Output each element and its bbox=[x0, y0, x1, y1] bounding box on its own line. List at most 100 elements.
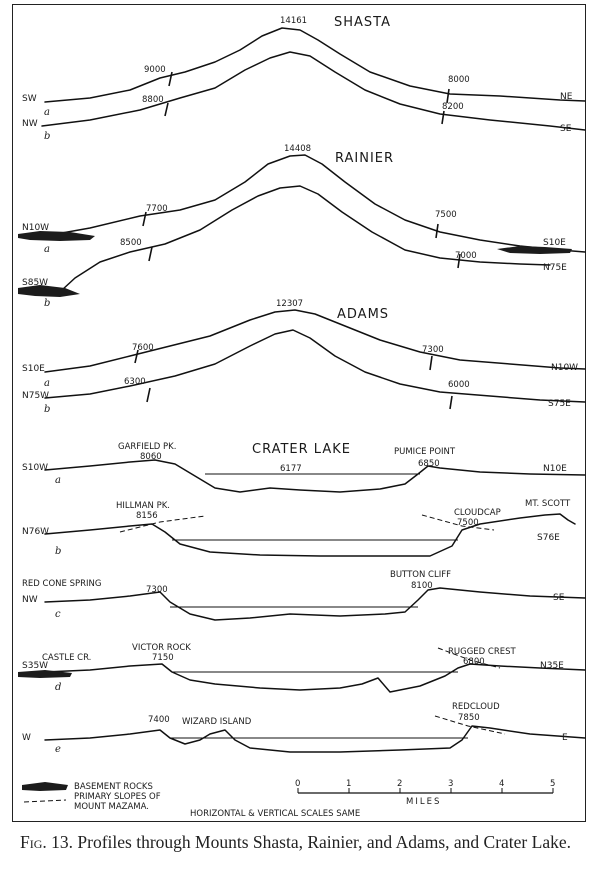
rainier-b-right-direction: N75E bbox=[543, 263, 567, 273]
crater-d-left-name: VICTOR ROCK bbox=[132, 643, 191, 653]
shasta-b-left-direction: NW bbox=[22, 119, 38, 129]
rainier-a-right-tick bbox=[435, 223, 439, 239]
crater-b-left-primary-slope bbox=[119, 515, 206, 533]
rainier-peak-elevation: 14408 bbox=[284, 144, 311, 154]
crater-a-left-direction: S10W bbox=[22, 463, 48, 473]
adams-b-right-direction: S75E bbox=[548, 399, 571, 409]
legend-basement-label: BASEMENT ROCKS bbox=[74, 782, 153, 792]
crater-section-b: HILLMAN PK. 8156 CLOUDCAP 7500 MT. SCOTT… bbox=[22, 499, 576, 557]
crater-section-e: 7400 WIZARD ISLAND REDCLOUD 7850 W E e bbox=[22, 702, 586, 755]
crater-d-right-name: RUGGED CREST bbox=[448, 647, 517, 657]
legend-primary-label-1: PRIMARY SLOPES OF bbox=[74, 792, 161, 802]
crater-c-left-direction: NW bbox=[22, 595, 38, 605]
legend-scales-note: HORIZONTAL & VERTICAL SCALES SAME bbox=[190, 809, 360, 819]
shasta-a-right-elevation: 8000 bbox=[448, 75, 470, 85]
adams-section: ADAMS 12307 7600 7300 6300 6000 S10E N10… bbox=[22, 299, 586, 415]
crater-c-left-name: RED CONE SPRING bbox=[22, 579, 101, 589]
shasta-peak-elevation: 14161 bbox=[280, 16, 307, 26]
shasta-title: SHASTA bbox=[334, 15, 391, 30]
adams-a-left-tick bbox=[134, 349, 139, 364]
rainier-a-right-direction: S10E bbox=[543, 238, 566, 248]
rainier-b-right-elevation: 7000 bbox=[455, 251, 477, 261]
rainier-a-left-tick bbox=[142, 211, 147, 227]
rainier-profile-a bbox=[44, 154, 586, 253]
crater-b-letter: b bbox=[55, 546, 61, 557]
crater-c-left-elevation: 7300 bbox=[146, 585, 168, 595]
crater-a-left-elevation: 8060 bbox=[140, 452, 162, 462]
adams-b-right-tick bbox=[449, 395, 453, 410]
adams-b-letter: b bbox=[44, 404, 50, 415]
crater-d-right-elevation: 6800 bbox=[463, 657, 485, 667]
shasta-b-right-tick bbox=[441, 110, 445, 125]
legend-basement-swatch bbox=[22, 782, 68, 791]
crater-a-profile bbox=[44, 459, 586, 493]
shasta-b-letter: b bbox=[44, 131, 50, 142]
adams-a-right-elevation: 7300 bbox=[422, 345, 444, 355]
crater-d-left-elevation: 7150 bbox=[152, 653, 174, 663]
shasta-a-right-direction: NE bbox=[560, 92, 573, 102]
crater-e-letter: e bbox=[55, 744, 61, 755]
shasta-profile-a bbox=[44, 27, 586, 103]
crater-e-left-elevation: 7400 bbox=[148, 715, 170, 725]
crater-section-a: CRATER LAKE GARFIELD PK. 8060 PUMICE POI… bbox=[22, 442, 586, 493]
crater-a-right-elevation: 6850 bbox=[418, 459, 440, 469]
scale-label-3: 3 bbox=[448, 779, 453, 789]
rainier-a-left-elevation: 7700 bbox=[146, 204, 168, 214]
adams-profile-b bbox=[44, 329, 586, 403]
crater-e-right-primary-slope bbox=[434, 715, 506, 735]
crater-e-island-name: WIZARD ISLAND bbox=[182, 717, 252, 727]
scale-label-2: 2 bbox=[397, 779, 402, 789]
shasta-a-left-direction: SW bbox=[22, 94, 37, 104]
crater-a-left-name: GARFIELD PK. bbox=[118, 442, 176, 452]
legend: BASEMENT ROCKS PRIMARY SLOPES OF MOUNT M… bbox=[22, 782, 360, 819]
adams-b-left-elevation: 6300 bbox=[124, 377, 146, 387]
caption-text: Profiles through Mounts Shasta, Rainier,… bbox=[77, 832, 571, 852]
scale-unit: MILES bbox=[406, 797, 441, 807]
figure-caption: Fig. 13. Profiles through Mounts Shasta,… bbox=[20, 830, 595, 855]
caption-figure-number: Fig. 13. bbox=[20, 832, 74, 852]
rainier-b-left-elevation: 8500 bbox=[120, 238, 142, 248]
rainier-b-left-direction: S85W bbox=[22, 278, 48, 288]
crater-b-left-name: HILLMAN PK. bbox=[116, 501, 170, 511]
crater-b-right-name: CLOUDCAP bbox=[454, 508, 501, 518]
legend-primary-swatch bbox=[23, 799, 67, 803]
crater-d-left-direction: S35W bbox=[22, 661, 48, 671]
shasta-a-left-tick bbox=[168, 71, 173, 87]
crater-b-profile bbox=[44, 513, 576, 557]
crater-section-d: CASTLE CR. VICTOR ROCK 7150 RUGGED CREST… bbox=[18, 643, 586, 693]
crater-d-letter: d bbox=[55, 682, 61, 693]
shasta-b-left-elevation: 8800 bbox=[142, 95, 164, 105]
crater-e-right-direction: E bbox=[562, 733, 568, 743]
crater-d-basement-rock bbox=[18, 670, 72, 678]
figure-frame bbox=[12, 4, 586, 822]
rainier-section: RAINIER 14408 7700 7500 8500 7000 N10W S… bbox=[18, 144, 586, 309]
adams-profile-a bbox=[44, 309, 586, 373]
crater-d-left-far: CASTLE CR. bbox=[42, 653, 91, 663]
rainier-b-right-tick bbox=[457, 253, 461, 269]
crater-b-left-direction: N76W bbox=[22, 527, 49, 537]
rainier-title: RAINIER bbox=[335, 151, 394, 166]
rainier-b-basement-rock bbox=[18, 285, 80, 297]
crater-e-profile bbox=[44, 725, 586, 753]
adams-a-left-elevation: 7600 bbox=[132, 343, 154, 353]
scale-label-4: 4 bbox=[499, 779, 504, 789]
rainier-profile-b bbox=[61, 185, 551, 291]
adams-title: ADAMS bbox=[337, 307, 389, 322]
adams-b-left-direction: N75W bbox=[22, 391, 49, 401]
adams-b-right-elevation: 6000 bbox=[448, 380, 470, 390]
shasta-profile-b bbox=[41, 51, 586, 131]
crater-d-right-direction: N35E bbox=[540, 661, 564, 671]
adams-a-letter: a bbox=[44, 378, 50, 389]
crater-d-profile bbox=[44, 663, 586, 693]
shasta-a-letter: a bbox=[44, 107, 50, 118]
crater-a-lake-elevation: 6177 bbox=[280, 464, 302, 474]
shasta-a-right-tick bbox=[446, 88, 450, 104]
adams-peak-elevation: 12307 bbox=[276, 299, 303, 309]
crater-b-right-direction: S76E bbox=[537, 533, 560, 543]
crater-title: CRATER LAKE bbox=[252, 442, 351, 457]
crater-c-profile bbox=[44, 587, 586, 621]
rainier-a-right-basement-rock bbox=[497, 246, 572, 254]
crater-e-left-direction: W bbox=[22, 733, 31, 743]
rainier-b-left-tick bbox=[148, 246, 153, 262]
